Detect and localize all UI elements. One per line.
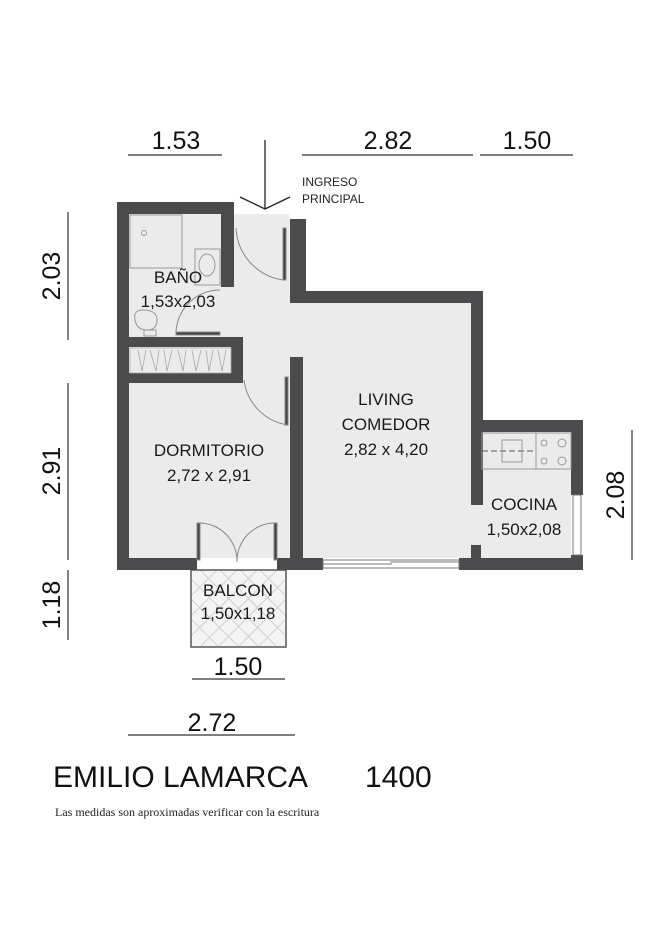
sink [194, 248, 221, 286]
kitchen-sink-icon [501, 439, 523, 463]
kitchen-window [572, 494, 582, 556]
dim-top-cocina: 1.50 [503, 127, 552, 155]
room-bano-name: BAÑO [154, 268, 202, 287]
dim-left-bano: 2.03 [38, 252, 66, 301]
room-living-name-1: LIVING [358, 390, 414, 409]
dim-left-dormitorio: 2.91 [38, 447, 66, 496]
entrance-label-1: INGRESO [302, 175, 357, 189]
dim-bottom-dormitorio: 2.72 [188, 709, 237, 737]
closet [129, 347, 232, 374]
room-balcon-name: BALCON [203, 581, 273, 600]
balcony-hatch [191, 569, 286, 647]
entrance-door-swing [235, 227, 284, 281]
dim-bottom-balcon: 1.50 [214, 653, 263, 681]
room-dormitorio-name: DORMITORIO [154, 441, 264, 460]
bathroom-door-swing [175, 289, 221, 333]
sink-basin-icon [198, 253, 216, 277]
dim-top-living: 2.82 [364, 127, 413, 155]
bathroom-door[interactable] [175, 331, 221, 336]
balcony-door-swing [198, 522, 276, 563]
balcony-railing [190, 569, 287, 648]
toilet-icon [134, 309, 158, 337]
entrance-door[interactable] [282, 227, 287, 281]
dim-right-cocina: 2.08 [602, 471, 630, 520]
title-number: 1400 [365, 761, 432, 794]
dim-left-balcon: 1.18 [38, 581, 66, 630]
room-balcon-size: 1,50x1,18 [201, 604, 276, 623]
windows [322, 494, 582, 569]
title-street: EMILIO LAMARCA [53, 761, 308, 794]
bedroom-door-swing [243, 379, 289, 426]
bedroom-door[interactable] [284, 376, 289, 426]
room-dormitorio-size: 2,72 x 2,91 [167, 466, 251, 485]
dim-top-bano: 1.53 [152, 127, 201, 155]
walls [117, 202, 583, 570]
room-cocina-name: COCINA [491, 495, 558, 514]
entrance-arrow-icon [239, 140, 291, 210]
balcony-door-right[interactable] [273, 522, 278, 561]
bathroom-fixtures [129, 214, 221, 337]
entrance-label-2: PRINCIPAL [302, 192, 365, 206]
room-cocina-size: 1,50x2,08 [487, 520, 562, 539]
room-bano-size: 1,53x2,03 [141, 292, 216, 311]
doors [175, 227, 289, 563]
room-living-name-2: COMEDOR [342, 415, 431, 434]
shower [129, 214, 183, 269]
room-living-size: 2,82 x 4,20 [344, 440, 428, 459]
disclaimer-note: Las medidas son aproximadas verificar co… [55, 805, 320, 819]
stove-icon [540, 438, 567, 466]
dimension-lines [67, 154, 633, 736]
shower-drain-icon [141, 230, 147, 236]
balcony-door-left[interactable] [196, 522, 201, 561]
kitchen-counter [481, 432, 572, 470]
